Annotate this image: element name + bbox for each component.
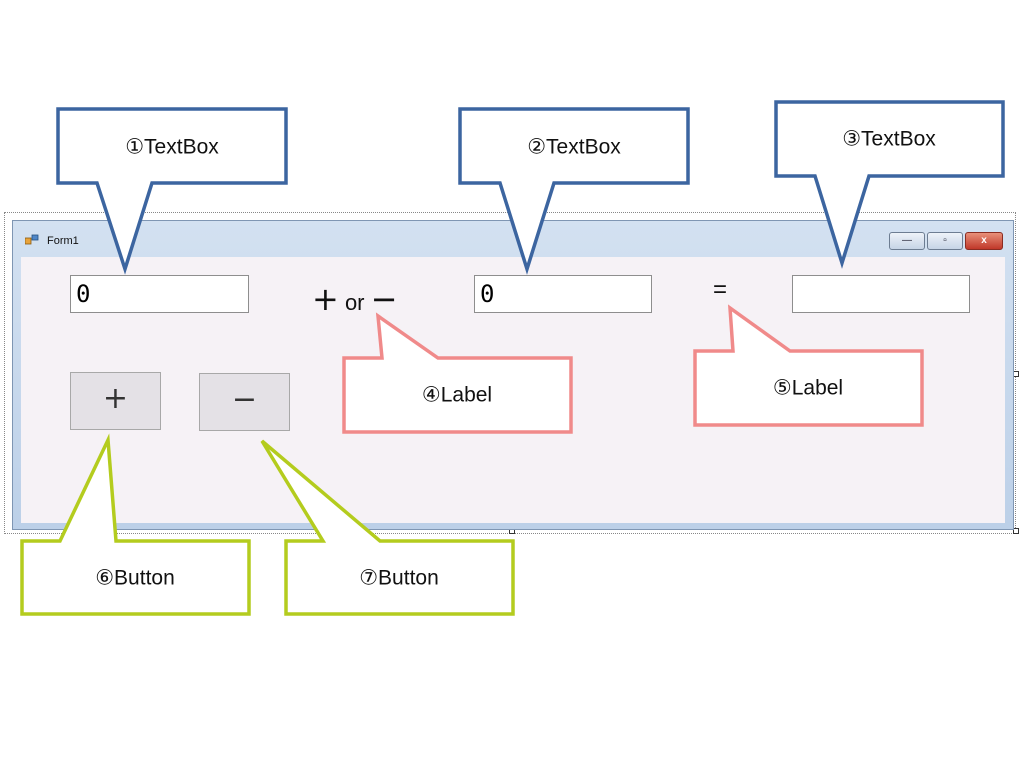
close-button[interactable]: x — [965, 232, 1003, 250]
resize-handle-corner[interactable] — [1013, 528, 1019, 534]
textbox-3-result[interactable] — [792, 275, 970, 313]
plus-button[interactable]: + — [70, 372, 161, 430]
callout-button-7-text: ⑦Button — [359, 566, 439, 590]
callout-label-5-text: ⑤Label — [772, 376, 844, 400]
textbox-1[interactable]: 0 — [70, 275, 249, 313]
minimize-button[interactable]: — — [889, 232, 925, 250]
form-window: Form1 — ▫ x — [12, 220, 1014, 530]
callout-textbox-1-text: ①TextBox — [125, 135, 219, 159]
title-bar: Form1 — ▫ x — [13, 221, 1013, 255]
window-title: Form1 — [47, 235, 79, 247]
callout-textbox-2-text: ②TextBox — [527, 135, 621, 159]
operator-label: + or − — [312, 280, 397, 318]
callout-textbox-3-text: ③TextBox — [842, 127, 936, 151]
maximize-button[interactable]: ▫ — [927, 232, 963, 250]
form-icon — [25, 234, 39, 245]
operator-minus-text: − — [370, 280, 398, 318]
operator-plus-text: + — [312, 280, 339, 318]
textbox-2[interactable]: 0 — [474, 275, 652, 313]
equals-label: = — [713, 276, 728, 303]
callout-label-4-text: ④Label — [421, 383, 493, 407]
minus-button[interactable]: − — [199, 373, 290, 431]
operator-or-text: or — [344, 290, 365, 315]
callout-button-6-text: ⑥Button — [95, 566, 175, 590]
